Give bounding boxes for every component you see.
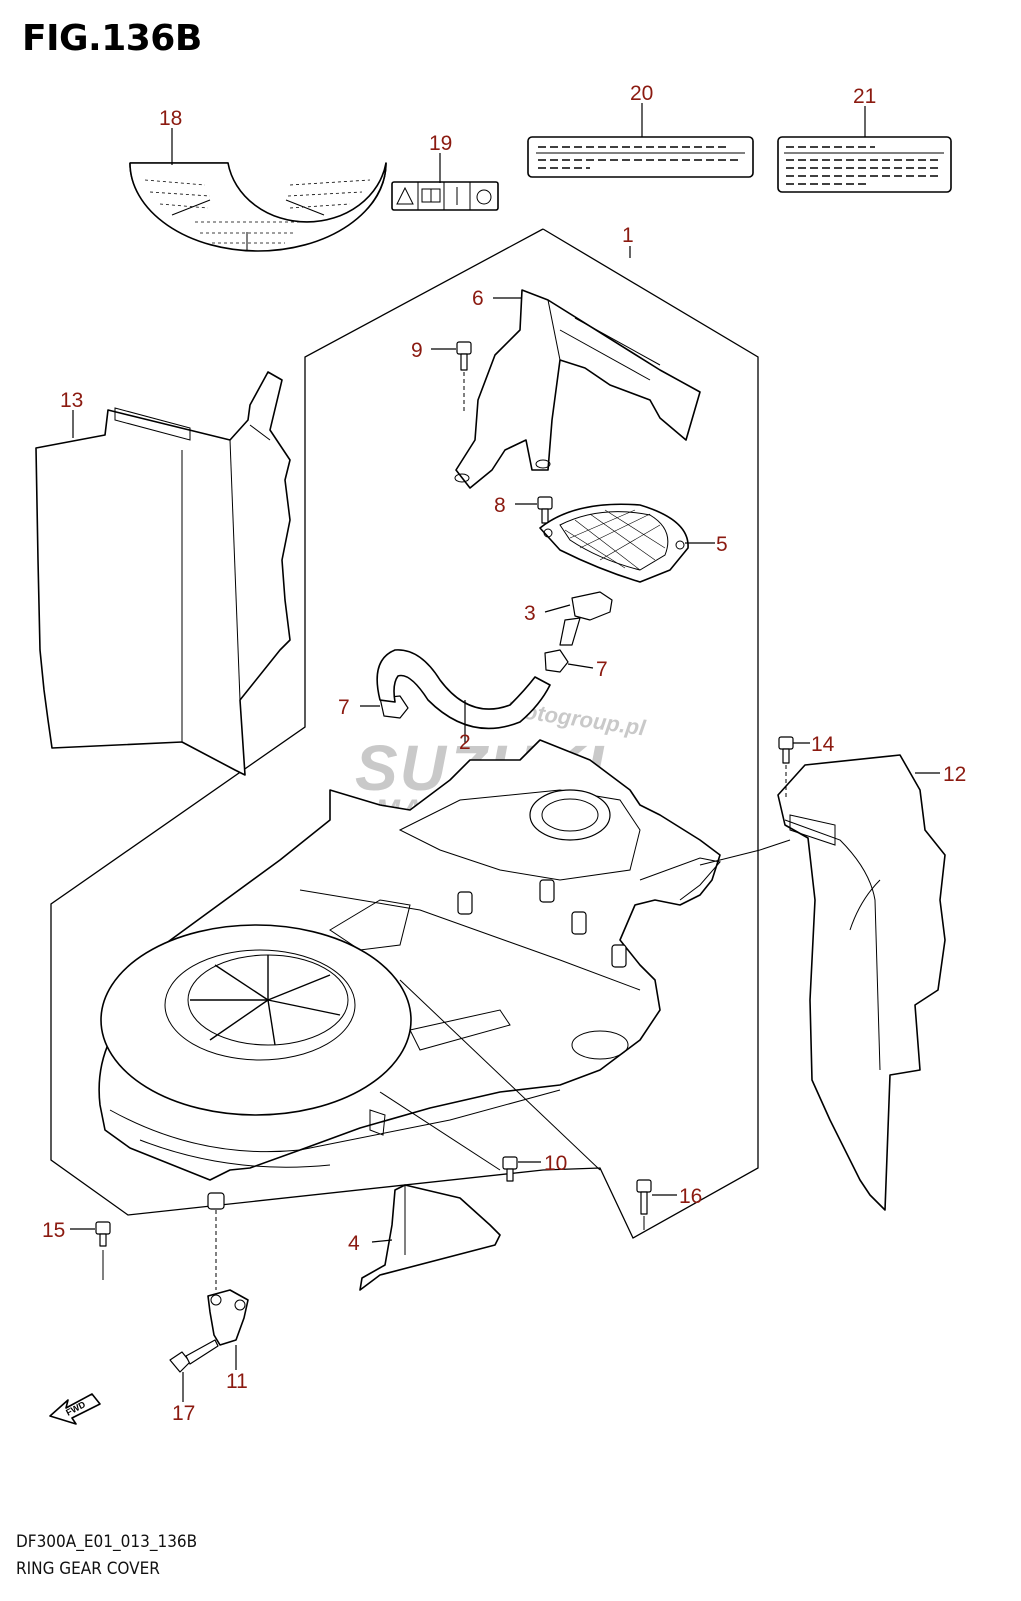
part-3-fitting bbox=[559, 591, 613, 646]
callout-3: 3 bbox=[524, 602, 536, 625]
diagram-name: RING GEAR COVER bbox=[16, 1559, 160, 1579]
callout-19: 19 bbox=[429, 132, 452, 155]
part-6-upper-cover bbox=[454, 289, 701, 489]
callout-14: 14 bbox=[811, 733, 835, 756]
callout-16: 16 bbox=[679, 1185, 702, 1208]
part-13-left-cover bbox=[35, 371, 291, 776]
callout-4: 4 bbox=[348, 1232, 360, 1255]
callout-21: 21 bbox=[853, 85, 876, 108]
leader-lines bbox=[70, 103, 940, 1402]
part-20-label bbox=[527, 136, 754, 178]
part-4-bottom-cover bbox=[359, 1184, 501, 1291]
part-9-bolt bbox=[456, 341, 472, 412]
callout-13: 13 bbox=[60, 389, 83, 412]
part-2-hose bbox=[376, 649, 551, 730]
callout-7b: 7 bbox=[338, 696, 350, 719]
callout-10: 10 bbox=[544, 1152, 567, 1175]
callout-17: 17 bbox=[172, 1402, 195, 1425]
callout-8: 8 bbox=[494, 494, 506, 517]
part-12-right-cover bbox=[777, 754, 946, 1211]
callout-1: 1 bbox=[622, 224, 634, 247]
part-15-bolt bbox=[95, 1221, 111, 1280]
callout-5: 5 bbox=[716, 533, 728, 556]
part-5-grille-cover bbox=[539, 503, 689, 583]
part-18-semicircle-label bbox=[129, 162, 387, 252]
fwd-arrow-icon: FWD bbox=[49, 1393, 101, 1425]
warning-triangle-icon bbox=[396, 186, 414, 205]
callout-numbers: 1 2 3 4 5 6 7 7 8 9 10 11 12 13 14 15 16… bbox=[42, 82, 966, 1425]
callout-2: 2 bbox=[459, 731, 471, 754]
diagram-code: DF300A_E01_013_136B bbox=[16, 1532, 198, 1552]
callout-12: 12 bbox=[943, 763, 966, 786]
part-21-label bbox=[777, 136, 952, 193]
part-7-clip-upper bbox=[544, 649, 569, 673]
part-17-bolt bbox=[169, 1339, 219, 1373]
part-8-bolt bbox=[537, 496, 553, 524]
part-16-bolt bbox=[636, 1179, 652, 1230]
callout-20: 20 bbox=[630, 82, 653, 105]
callout-18: 18 bbox=[159, 107, 182, 130]
callout-9: 9 bbox=[411, 339, 423, 362]
callout-6: 6 bbox=[472, 287, 484, 310]
part-11-bracket bbox=[207, 1192, 249, 1346]
part-19-warning-label bbox=[391, 181, 499, 211]
part-10-bolt bbox=[502, 1156, 518, 1182]
ring-gear-cover-body bbox=[98, 739, 791, 1181]
figure-title: FIG.136B bbox=[22, 18, 202, 59]
assembly-frame bbox=[50, 228, 759, 1239]
callout-15: 15 bbox=[42, 1219, 65, 1242]
callout-11: 11 bbox=[226, 1370, 248, 1393]
engine-stop-icon bbox=[476, 189, 492, 205]
callout-7a: 7 bbox=[596, 658, 608, 681]
